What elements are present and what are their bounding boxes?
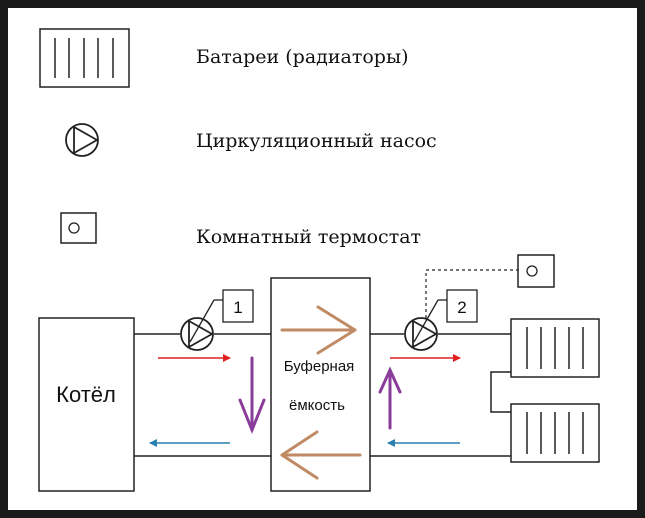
pump-1-number: 1 [233,298,242,317]
pump-2-number-box [446,289,478,323]
buffer-label-line1: Буферная [284,358,355,375]
legend-radiator-icon [39,28,130,88]
buffer-tank [270,277,371,492]
legend-radiator-label: Батареи (радиаторы) [196,46,408,68]
buffer-flow-arrow-right [280,305,357,355]
legend-pump-icon [65,123,99,157]
radiator-bottom [510,403,600,463]
pump-1-number-box [222,289,254,323]
legend-thermostat-icon [60,212,97,244]
radiator-top [510,318,600,378]
boiler [38,317,135,492]
buffer-flow-arrow-left [280,430,362,480]
boiler-label: Котёл [56,382,116,407]
pipe-radiator-link [490,371,511,413]
legend-thermostat-label: Комнатный термостат [196,226,421,248]
thermostat-icon [517,254,555,288]
legend-pump-label: Циркуляционный насос [196,130,437,152]
mixing-arrow-down [238,356,266,435]
pump-2-icon [404,299,447,351]
pump-2-number: 2 [457,298,466,317]
pump-1-icon [180,299,223,351]
thermostat-signal-wire [425,269,518,318]
buffer-label-line2: ёмкость [289,397,345,414]
mixing-arrow-up [378,366,402,430]
